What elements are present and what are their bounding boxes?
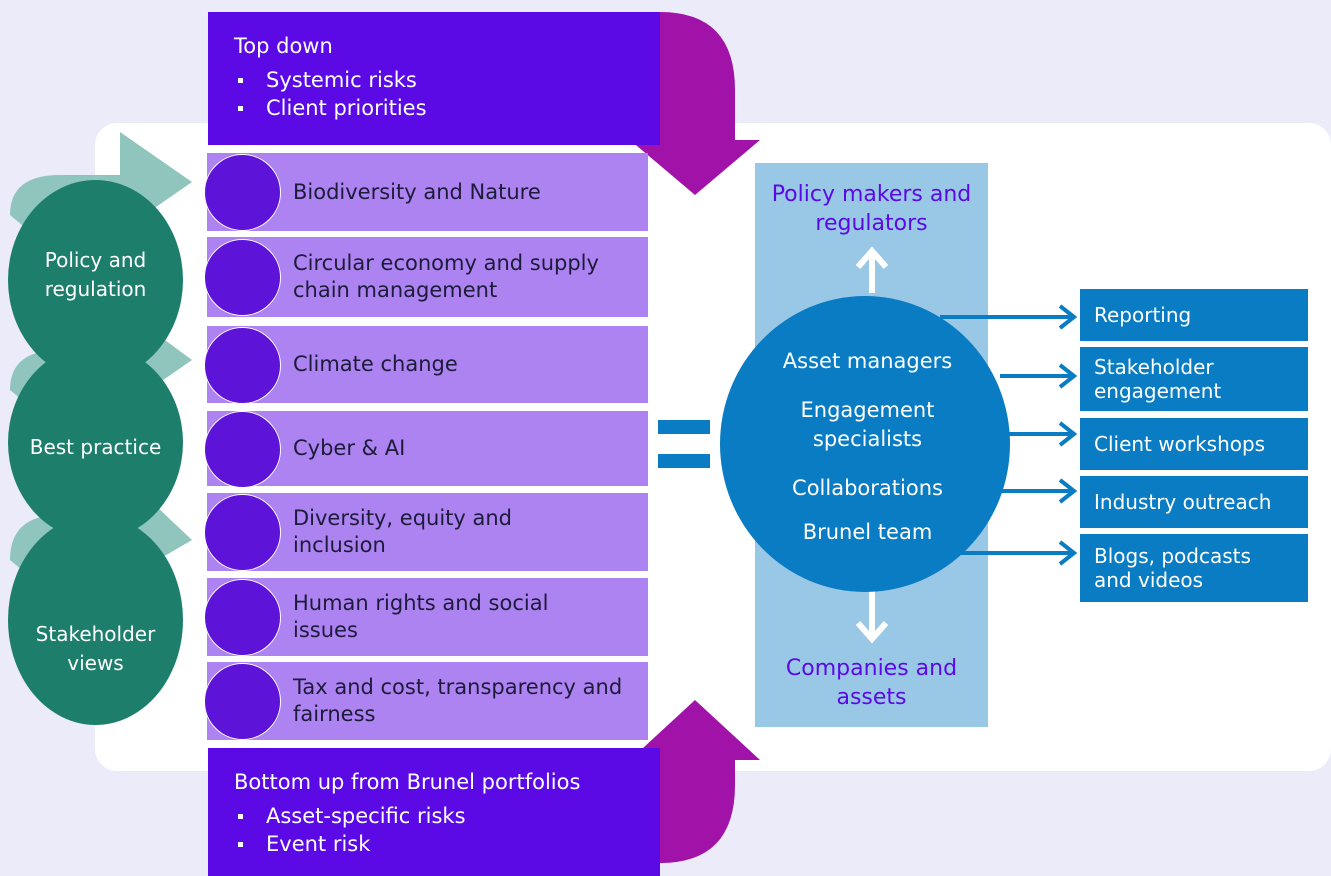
theme-row: Cyber & AI: [204, 411, 648, 488]
output-arrow-icon: [1000, 363, 1078, 389]
output-label: Reporting: [1094, 303, 1192, 327]
policy-makers-label: Policy makers and regulators: [771, 182, 972, 236]
output-arrows: [940, 304, 1078, 566]
theme-label: Human rights and social issues: [293, 591, 549, 642]
theme-row: Climate change: [204, 326, 648, 404]
output-arrow-icon: [995, 478, 1078, 504]
output-box: Client workshops: [1080, 418, 1308, 470]
circular-economy-icon: [204, 239, 281, 316]
people-group-icon: [204, 579, 281, 656]
equals-icon: [658, 454, 710, 468]
bullet-item: Client priorities: [236, 94, 427, 122]
theme-label: Climate change: [293, 352, 458, 376]
theme-label: Biodiversity and Nature: [293, 179, 541, 204]
output-box: Blogs, podcasts and videos: [1080, 534, 1308, 602]
theme-row: Tax and cost, transparency and fairness: [204, 662, 648, 740]
input-circle-stakeholder: [8, 515, 183, 725]
output-label: Stakeholder engagement: [1094, 355, 1222, 403]
theme-row: Circular economy and supply chain manage…: [204, 237, 648, 317]
output-arrow-icon: [940, 304, 1078, 330]
output-arrow-icon: [940, 540, 1078, 566]
currency-icon: [204, 663, 281, 740]
output-label: Blogs, podcasts and videos: [1094, 544, 1251, 592]
down-arrow-icon: [855, 590, 889, 644]
output-box: Stakeholder engagement: [1080, 347, 1308, 411]
output-box: Industry outreach: [1080, 476, 1308, 528]
bottom-up-bullets: Asset-specific risks Event risk: [236, 802, 466, 858]
center-arrows: [855, 246, 889, 644]
bottom-up-title: Bottom up from Brunel portfolios: [234, 770, 581, 794]
bullet-item: Systemic risks: [236, 66, 427, 94]
top-down-title: Top down: [234, 34, 333, 58]
companies-label: Companies and assets: [785, 656, 958, 710]
biodiversity-icon: [204, 154, 281, 231]
output-box: Reporting: [1080, 289, 1308, 341]
equals-icon: [658, 420, 710, 434]
output-label: Client workshops: [1094, 432, 1266, 456]
theme-label: Cyber & AI: [293, 436, 406, 460]
theme-label: Circular economy and supply chain manage…: [293, 251, 599, 302]
theme-label: Diversity, equity and inclusion: [293, 506, 513, 557]
top-down-box: Top down Systemic risks Client prioritie…: [208, 12, 660, 145]
theme-row: Diversity, equity and inclusion: [204, 493, 648, 571]
center-item: Engagement specialists: [800, 398, 935, 451]
bullet-item: Event risk: [236, 830, 466, 858]
output-arrow-icon: [1005, 421, 1078, 447]
theme-row: Biodiversity and Nature: [204, 153, 648, 231]
bottom-up-box: Bottom up from Brunel portfolios Asset-s…: [208, 748, 660, 876]
center-circle: [720, 296, 1010, 592]
theme-label: Tax and cost, transparency and fairness: [293, 675, 623, 726]
input-label-policy: Policy and regulation: [44, 248, 147, 301]
input-circle-practice: [8, 345, 183, 540]
center-item: Brunel team: [802, 520, 933, 544]
output-label: Industry outreach: [1094, 490, 1272, 514]
top-down-bullets: Systemic risks Client priorities: [236, 66, 427, 122]
input-label-stakeholder: Stakeholder views: [35, 622, 156, 675]
padlock-icon: [204, 411, 281, 488]
center-item: Collaborations: [792, 476, 943, 500]
up-arrow-icon: [855, 246, 889, 293]
input-label-practice: Best practice: [29, 435, 162, 459]
people-network-icon: [204, 494, 281, 571]
bullet-item: Asset-specific risks: [236, 802, 466, 830]
center-item: Asset managers: [782, 349, 953, 373]
theme-row: Human rights and social issues: [204, 578, 648, 656]
globe-icon: [204, 327, 281, 404]
